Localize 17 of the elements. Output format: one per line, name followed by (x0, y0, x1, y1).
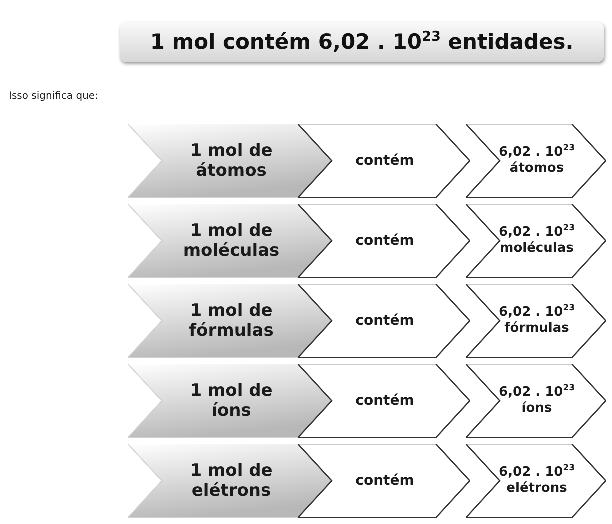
relation-label: contém (356, 392, 414, 410)
quantity-label: 1 mol de fórmulas (188, 300, 275, 342)
count-label: 6,02 . 10$^{23}$ íons (498, 385, 576, 417)
title-banner: 1 mol contém 6,02 . 10$^{23}$ entidades. (120, 22, 604, 62)
quantity-label: 1 mol de elétrons (189, 460, 274, 502)
relation-label: contém (356, 312, 414, 330)
count-label: 6,02 . 10$^{23}$ átomos (498, 145, 576, 177)
count-label: 6,02 . 10$^{23}$ fórmulas (498, 305, 576, 337)
relation-label: contém (356, 472, 414, 490)
relation-label: contém (356, 152, 414, 170)
quantity-label: 1 mol de moléculas (182, 220, 281, 262)
intro-text: Isso significa que: (9, 91, 98, 102)
count-label: 6,02 . 10$^{23}$ moléculas (498, 225, 576, 257)
quantity-label: 1 mol de átomos (189, 140, 274, 182)
count-label: 6,02 . 10$^{23}$ elétrons (498, 465, 576, 497)
quantity-label: 1 mol de íons (189, 380, 274, 422)
relation-label: contém (356, 232, 414, 250)
